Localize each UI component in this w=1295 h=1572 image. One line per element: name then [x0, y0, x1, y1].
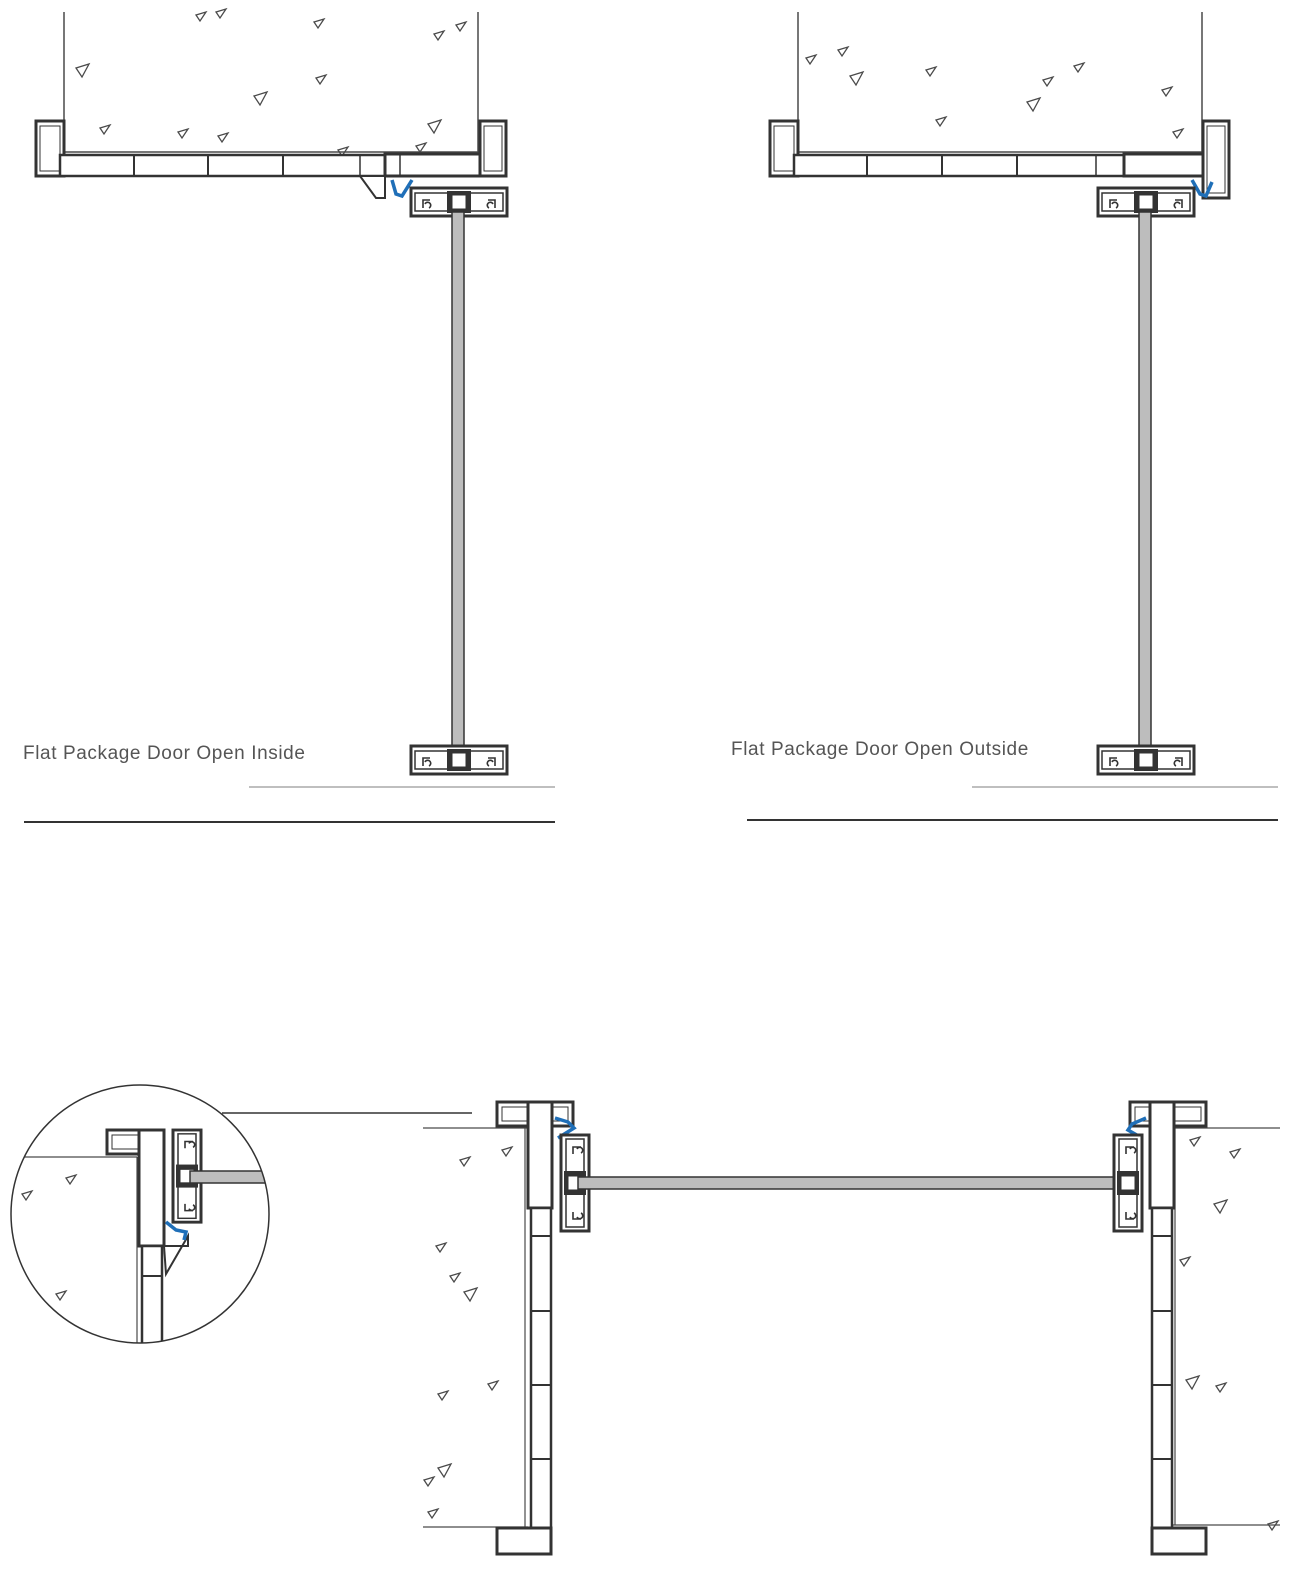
diagram-open-inside	[24, 8, 555, 823]
glass-door-panel	[409, 186, 509, 776]
right-jamb	[1128, 1100, 1280, 1556]
frame-bar	[34, 119, 508, 199]
concrete-wall	[63, 8, 479, 157]
glass-door-panel	[1096, 186, 1196, 776]
glass-door-panel	[559, 1133, 1144, 1233]
caption-open-outside: Flat Package Door Open Outside	[731, 739, 1029, 760]
diagram-open-outside	[747, 12, 1278, 821]
concrete-wall	[797, 12, 1203, 153]
seal-gasket	[1190, 179, 1214, 199]
seal-gasket	[554, 1116, 577, 1140]
diagram-closed	[222, 1100, 1280, 1556]
left-jamb	[423, 1100, 575, 1556]
frame-bar	[768, 119, 1231, 200]
seal-gasket	[390, 179, 414, 199]
detail-callout	[10, 1084, 270, 1344]
caption-open-inside: Flat Package Door Open Inside	[23, 743, 306, 764]
